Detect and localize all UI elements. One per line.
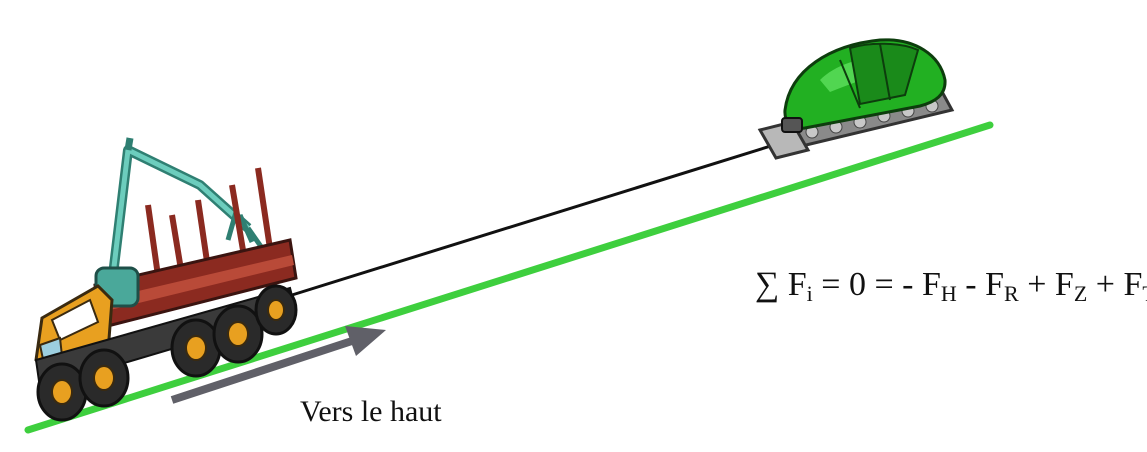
plus-sign: +: [1018, 266, 1055, 303]
direction-arrow: [170, 326, 386, 404]
plus-sign: +: [1087, 266, 1124, 303]
force-r: FR: [985, 266, 1019, 306]
slope-line: [24, 121, 994, 434]
force-equation: ∑ Fi = 0 = - FH - FR + FZ + FTW: [755, 266, 1147, 306]
direction-label: Vers le haut: [300, 395, 442, 428]
equals-zero: = 0 = -: [812, 266, 922, 303]
force-h: FH: [921, 266, 957, 306]
forwarder-vehicle-icon: [34, 137, 298, 422]
sum-symbol: ∑: [755, 266, 780, 303]
force-i: Fi: [787, 266, 813, 306]
winch-cable: [291, 138, 791, 297]
minus-sign: -: [956, 266, 986, 303]
winch-tractor-icon: [757, 38, 955, 160]
force-z: FZ: [1054, 266, 1088, 306]
force-tw: FTW: [1123, 266, 1147, 305]
